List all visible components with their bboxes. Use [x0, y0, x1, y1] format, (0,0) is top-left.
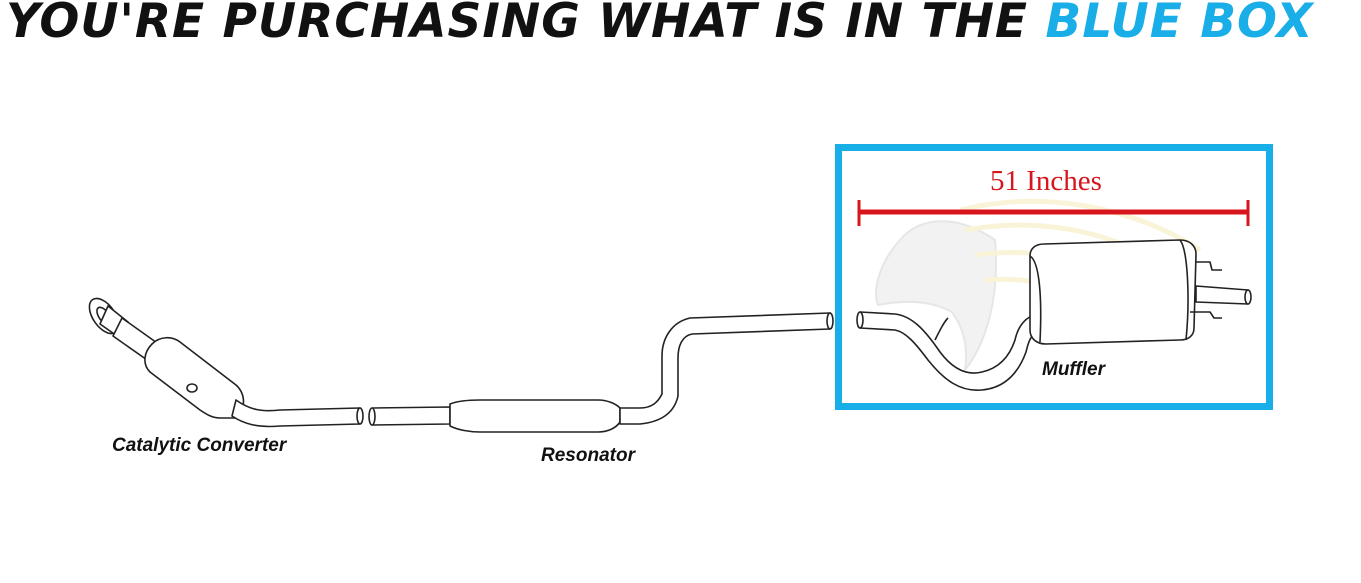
catalytic-converter-section [88, 297, 364, 428]
catalytic-converter-label: Catalytic Converter [112, 435, 287, 456]
muffler-section [856, 239, 1252, 391]
muffler-label: Muffler [1042, 359, 1105, 380]
resonator-section [368, 312, 834, 433]
resonator-label: Resonator [541, 445, 635, 466]
dimension-line [857, 200, 1250, 226]
headline-highlight: BLUE BOX [1045, 0, 1314, 49]
headline-text: YOU'RE PURCHASING WHAT IS IN THE [6, 0, 1029, 49]
dimension-label: 51 Inches [990, 165, 1102, 197]
highlight-box [835, 144, 1273, 410]
headline: YOU'RE PURCHASING WHAT IS IN THE BLUE BO… [6, 0, 1314, 49]
